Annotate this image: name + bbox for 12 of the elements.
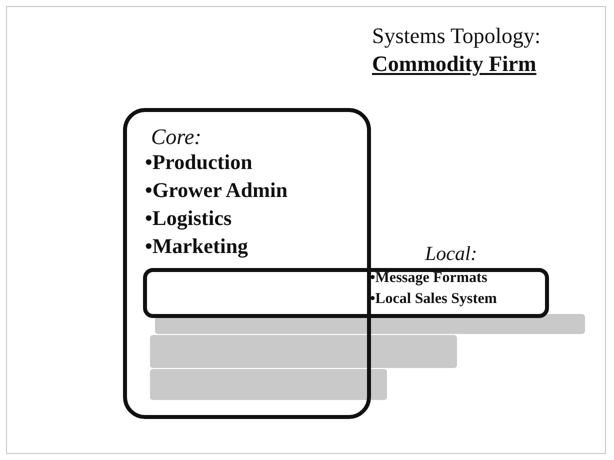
group-heading: Local:	[425, 242, 478, 266]
group-heading: Core:	[151, 124, 202, 150]
bullet-item: •Message Formats	[370, 269, 488, 288]
slide-title: Systems Topology: Commodity Firm	[372, 22, 541, 78]
bullet-item: •Marketing	[145, 234, 248, 259]
shadow-bar	[150, 335, 457, 368]
bullet-item: •Production	[145, 150, 252, 175]
core-box	[123, 108, 371, 419]
bullet-item: •Logistics	[145, 206, 232, 231]
bullet-item: •Local Sales System	[370, 290, 497, 309]
bullet-item: •Grower Admin	[145, 178, 288, 203]
shadow-bar	[150, 369, 387, 400]
